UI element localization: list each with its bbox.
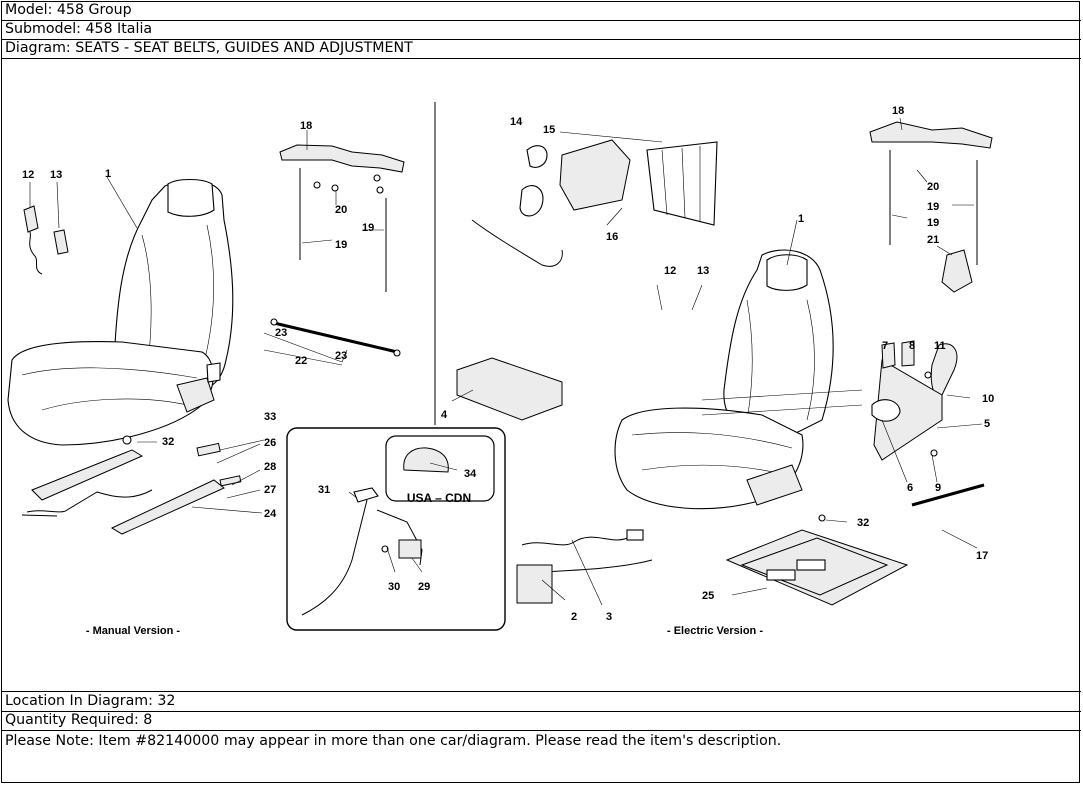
- manual-seat-rails: [21, 435, 242, 535]
- left-buckle: [23, 205, 69, 275]
- leader-lines: [29, 117, 983, 606]
- callout-number: 1: [105, 168, 111, 180]
- divider: [1, 730, 1081, 731]
- callout-number: 1: [798, 213, 804, 225]
- divider: [1, 58, 1081, 59]
- callout-number: 13: [697, 265, 709, 277]
- submodel-label: Submodel: 458 Italia: [5, 21, 153, 37]
- electric-version-caption: - Electric Version -: [667, 625, 763, 637]
- manual-version-caption: - Manual Version -: [86, 625, 180, 637]
- usa-cdn-caption: USA – CDN: [407, 491, 471, 505]
- callout-number: 28: [264, 461, 276, 473]
- callout-number: 32: [162, 436, 174, 448]
- callout-number: 29: [418, 581, 430, 593]
- callout-number: 9: [935, 482, 941, 494]
- electric-seat-frame: [725, 529, 909, 606]
- callout-number: 6: [907, 482, 913, 494]
- divider: [1, 39, 1081, 40]
- callout-number: 8: [909, 340, 915, 352]
- callout-number: 11: [934, 340, 946, 352]
- callout-number: 23: [335, 350, 347, 362]
- callout-number: 4: [441, 409, 448, 421]
- callout-number: 13: [50, 169, 62, 181]
- callout-number: 31: [318, 484, 330, 496]
- callout-number: 12: [22, 169, 34, 181]
- divider: [1, 691, 1081, 692]
- model-label: Model: 458 Group: [5, 2, 132, 18]
- guide-rod: [270, 318, 401, 357]
- callout-number: 15: [543, 124, 555, 136]
- manual-seat: [7, 178, 234, 446]
- callout-number: 2: [571, 611, 577, 623]
- callout-number: 34: [464, 468, 477, 480]
- callout-number: 30: [388, 581, 400, 593]
- callout-number: 32: [857, 517, 869, 529]
- callout-number: 20: [335, 204, 347, 216]
- callout-number: 23: [275, 327, 287, 339]
- callout-number: 26: [264, 437, 276, 449]
- callout-number: 5: [984, 418, 990, 430]
- left-anchor-bracket: [279, 144, 405, 292]
- callout-number: 33: [264, 411, 276, 423]
- quantity-required: Quantity Required: 8: [5, 712, 153, 728]
- callout-number: 24: [264, 508, 277, 520]
- callout-number: 18: [892, 105, 904, 117]
- divider: [1, 20, 1081, 21]
- callout-number: 25: [702, 590, 714, 602]
- callout-number: 16: [606, 231, 618, 243]
- right-anchor-bracket: [869, 121, 993, 293]
- callout-number: 22: [295, 355, 307, 367]
- control-unit: [456, 357, 563, 421]
- callout-number: 19: [362, 222, 374, 234]
- callout-number: 14: [510, 116, 523, 128]
- callout-number: 19: [335, 239, 347, 251]
- divider: [1, 711, 1081, 712]
- callout-number: 10: [982, 393, 994, 405]
- callout-number: 12: [664, 265, 676, 277]
- callout-number: 3: [606, 611, 612, 623]
- callout-number: 7: [882, 340, 888, 352]
- callout-number: 20: [927, 181, 939, 193]
- callout-number: 18: [300, 120, 312, 132]
- location-in-diagram: Location In Diagram: 32: [5, 693, 176, 709]
- usa-cdn-inset: [286, 427, 506, 631]
- electric-seat: [614, 249, 834, 510]
- parts-diagram: - Manual Version - - Electric Version - …: [7, 102, 994, 637]
- callout-number: 17: [976, 550, 988, 562]
- airbag-module: [471, 139, 718, 267]
- callout-number: 19: [927, 201, 939, 213]
- side-trim-parts: [818, 340, 985, 522]
- callout-number: 27: [264, 484, 276, 496]
- callout-number: 21: [927, 234, 939, 246]
- callout-numbers: 1 12 13 18 20 19 19 23 22 23 33 32 26 28…: [22, 105, 994, 623]
- item-note: Please Note: Item #82140000 may appear i…: [5, 733, 782, 749]
- callout-number: 19: [927, 217, 939, 229]
- diagram-title: Diagram: SEATS - SEAT BELTS, GUIDES AND …: [5, 40, 413, 56]
